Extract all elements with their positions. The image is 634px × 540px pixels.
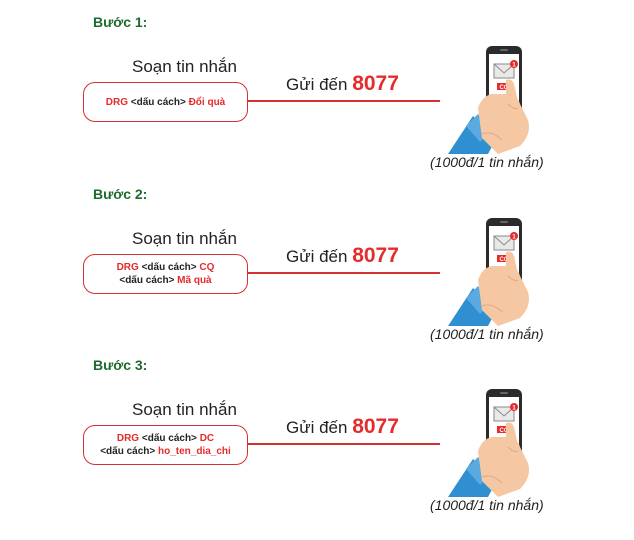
svg-text:1: 1 — [512, 406, 516, 412]
step-block-2: Bước 2: Soạn tin nhắn DRG <dấu cách> CQ<… — [0, 186, 634, 356]
send-prefix: Gửi đến — [286, 247, 348, 266]
shortcode-number: 8077 — [352, 415, 399, 438]
connector-line — [248, 100, 440, 102]
phone-hand-svg: 1 CQ — [448, 389, 529, 497]
send-prefix: Gửi đến — [286, 418, 348, 437]
sms-line: DRG <dấu cách> CQ — [117, 261, 215, 274]
step-title: Bước 1: — [93, 14, 148, 30]
send-prefix: Gửi đến — [286, 75, 348, 94]
svg-text:1: 1 — [512, 63, 516, 69]
sms-keyword: DRG — [116, 262, 139, 273]
sms-keyword: Mã quà — [177, 275, 212, 286]
sms-line: <dấu cách> Mã quà — [119, 274, 211, 287]
sms-separator: <dấu cách> — [100, 446, 158, 457]
cq-badge: CQ — [500, 257, 509, 263]
phone-sms-hand-icon: 1 CQ — [448, 387, 538, 497]
send-to-label: Gửi đến 8077 — [286, 244, 399, 268]
sms-separator: <dấu cách> — [139, 433, 200, 444]
sms-keyword: CQ — [199, 262, 215, 273]
sms-syntax-box: DRG <dấu cách> CQ<dấu cách> Mã quà — [83, 254, 248, 294]
step-title: Bước 3: — [93, 357, 148, 373]
connector-line — [248, 272, 440, 274]
sms-syntax-box: DRG <dấu cách> DC<dấu cách> ho_ten_dia_c… — [83, 425, 248, 465]
phone-hand-svg: 1 CQ — [448, 46, 529, 154]
sms-line: <dấu cách> ho_ten_dia_chi — [100, 445, 231, 458]
compose-label: Soạn tin nhắn — [132, 229, 237, 248]
sms-line: DRG <dấu cách> DC — [117, 432, 214, 445]
compose-label: Soạn tin nhắn — [132, 57, 237, 76]
sms-keyword: DC — [199, 433, 215, 444]
send-to-label: Gửi đến 8077 — [286, 72, 399, 96]
price-note: (1000đ/1 tin nhắn) — [430, 326, 544, 342]
send-to-label: Gửi đến 8077 — [286, 415, 399, 439]
shortcode-number: 8077 — [352, 72, 399, 95]
sms-syntax-box: DRG <dấu cách> Đổi quà — [83, 82, 248, 122]
cq-badge: CQ — [500, 85, 509, 91]
phone-hand-svg: 1 CQ — [448, 218, 529, 326]
sms-separator: <dấu cách> — [119, 275, 178, 286]
compose-label: Soạn tin nhắn — [132, 400, 237, 419]
price-note: (1000đ/1 tin nhắn) — [430, 497, 544, 513]
shortcode-number: 8077 — [352, 244, 399, 267]
sms-keyword: ho_ten_dia_chi — [158, 446, 231, 457]
step-title: Bước 2: — [93, 186, 148, 202]
sms-line: DRG <dấu cách> Đổi quà — [106, 96, 226, 109]
sms-separator: <dấu cách> — [138, 262, 200, 273]
sms-separator: <dấu cách> — [127, 96, 189, 108]
sms-keyword: DRG — [116, 433, 140, 444]
price-note: (1000đ/1 tin nhắn) — [430, 154, 544, 170]
phone-sms-hand-icon: 1 CQ — [448, 216, 538, 326]
cq-badge: CQ — [500, 428, 509, 434]
step-block-1: Bước 1: Soạn tin nhắn DRG <dấu cách> Đổi… — [0, 14, 634, 184]
sms-keyword: Đổi quà — [188, 96, 226, 108]
sms-keyword: DRG — [105, 96, 128, 108]
step-block-3: Bước 3: Soạn tin nhắn DRG <dấu cách> DC<… — [0, 357, 634, 527]
svg-text:1: 1 — [512, 235, 516, 241]
phone-sms-hand-icon: 1 CQ — [448, 44, 538, 154]
connector-line — [248, 443, 440, 445]
